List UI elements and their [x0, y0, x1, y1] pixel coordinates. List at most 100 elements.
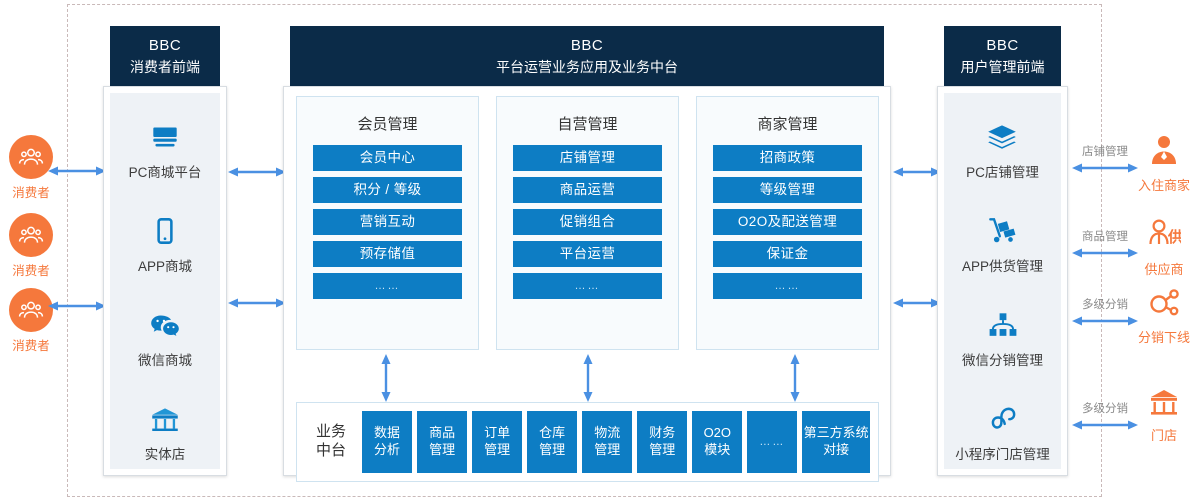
arrow-frontend-to-center-1	[228, 167, 286, 177]
right-item-app-supply-management[interactable]: APP供货管理	[962, 214, 1043, 275]
middle-platform-strip: 业务 中台 数据 分析 商品 管理 订单 管理 仓库 管理	[296, 402, 879, 482]
store-icon	[1147, 386, 1181, 423]
midplatform-cell-third-party-integration[interactable]: 第三方系统 对接	[802, 411, 870, 473]
right-item-label: 小程序门店管理	[955, 446, 1050, 462]
group-card-self-operation: 自营管理 店铺管理 商品运营 促销组合 平台运营 ……	[496, 96, 679, 350]
group-button[interactable]: 预存储值	[313, 241, 462, 267]
actor-consumer-2: 消费者	[0, 213, 62, 279]
midplatform-cell-o2o-module[interactable]: O2O 模块	[692, 411, 743, 473]
group-button[interactable]: 促销组合	[513, 209, 662, 235]
group-button[interactable]: 平台运营	[513, 241, 662, 267]
group-title: 商家管理	[757, 116, 818, 133]
actor-supplier: 供 供应商	[1126, 218, 1200, 278]
arrow-consumer-to-frontend-2	[48, 301, 106, 311]
group-button-list: 招商政策 等级管理 O2O及配送管理 保证金 ……	[697, 145, 878, 299]
midplatform-cell-product-management[interactable]: 商品 管理	[417, 411, 468, 473]
cell-line1: 第三方系统	[803, 425, 869, 441]
left-item-physical-store[interactable]: 实体店	[144, 402, 186, 463]
actor-store: 门店	[1126, 386, 1200, 444]
actor-label: 消费者	[12, 264, 50, 278]
midplatform-cell-finance-management[interactable]: 财务 管理	[637, 411, 688, 473]
relation-label-multilevel-distribution-2: 多级分销	[1082, 403, 1128, 415]
arrow-consumer-to-frontend-1	[48, 166, 106, 176]
org-tree-icon	[986, 308, 1020, 342]
group-button[interactable]: 会员中心	[313, 145, 462, 171]
cell-line1: ……	[759, 435, 786, 448]
left-item-label: 实体店	[144, 446, 186, 462]
midplatform-cell-order-management[interactable]: 订单 管理	[472, 411, 523, 473]
actor-label: 分销下线	[1137, 330, 1190, 345]
group-button[interactable]: 招商政策	[713, 145, 862, 171]
cell-line2: 管理	[649, 442, 676, 457]
midplatform-cell-warehouse-management[interactable]: 仓库 管理	[527, 411, 578, 473]
left-item-pc-mall[interactable]: PC商城平台	[128, 120, 202, 181]
group-button-list: 店铺管理 商品运营 促销组合 平台运营 ……	[497, 145, 678, 299]
cell-line1: 订单	[484, 425, 511, 441]
right-panel-card: PC店铺管理 APP供货管理	[937, 86, 1068, 476]
actor-distribution-downline: 分销下线	[1126, 286, 1200, 346]
left-item-wechat-mall[interactable]: 微信商城	[138, 308, 192, 369]
right-panel-header: BBC 用户管理前端	[944, 26, 1061, 86]
middle-platform-label-line1: 业务	[315, 423, 346, 441]
midplatform-cell-data-analysis[interactable]: 数据 分析	[362, 411, 413, 473]
center-panel-header: BBC 平台运营业务应用及业务中台	[290, 26, 884, 86]
midplatform-cell-logistics-management[interactable]: 物流 管理	[582, 411, 633, 473]
mini-program-icon	[986, 402, 1020, 436]
right-item-miniprogram-store-management[interactable]: 小程序门店管理	[955, 402, 1050, 463]
group-button[interactable]: 商品运营	[513, 177, 662, 203]
arrow-usermgmt-to-supplier	[1072, 248, 1138, 258]
right-item-label: APP供货管理	[961, 258, 1043, 274]
group-button-list: 会员中心 积分 / 等级 营销互动 预存储值 ……	[297, 145, 478, 299]
group-button-more[interactable]: ……	[513, 273, 662, 299]
actor-consumer-3: 消费者	[0, 288, 62, 354]
layers-icon	[985, 120, 1019, 154]
group-button[interactable]: 积分 / 等级	[313, 177, 462, 203]
cell-line2: 对接	[823, 442, 850, 457]
cell-line2: 管理	[429, 442, 456, 457]
consumer-group-icon	[9, 288, 53, 332]
arrow-center-to-usermgmt-2	[893, 298, 941, 308]
group-title: 自营管理	[557, 116, 618, 133]
left-item-label: 微信商城	[138, 352, 192, 368]
group-title: 会员管理	[357, 116, 418, 133]
group-button-more[interactable]: ……	[313, 273, 462, 299]
relation-label-shop-management: 店铺管理	[1082, 146, 1128, 158]
cell-line2: 管理	[484, 442, 511, 457]
arrow-center-to-usermgmt-1	[893, 167, 941, 177]
group-button[interactable]: 营销互动	[313, 209, 462, 235]
group-button[interactable]: 等级管理	[713, 177, 862, 203]
right-item-pc-shop-management[interactable]: PC店铺管理	[966, 120, 1039, 181]
hand-truck-icon	[985, 214, 1019, 248]
group-button[interactable]: 保证金	[713, 241, 862, 267]
center-panel-card: 会员管理 会员中心 积分 / 等级 营销互动 预存储值 …… 自营管理 店铺管理…	[283, 86, 891, 482]
group-button[interactable]: 店铺管理	[513, 145, 662, 171]
actor-merchant: 入住商家	[1126, 134, 1200, 194]
right-item-label: PC店铺管理	[966, 164, 1039, 180]
middle-platform-label: 业务 中台	[305, 423, 357, 461]
arrow-usermgmt-to-store	[1072, 420, 1138, 430]
arrow-group2-to-midplatform	[583, 354, 593, 402]
actor-label: 消费者	[12, 339, 50, 353]
mobile-phone-icon	[148, 214, 182, 248]
actor-label: 门店	[1150, 428, 1177, 443]
midplatform-cell-more[interactable]: ……	[747, 411, 798, 473]
group-button[interactable]: O2O及配送管理	[713, 209, 862, 235]
left-panel-card: PC商城平台 APP商城	[103, 86, 227, 476]
right-panel-header-line2: 用户管理前端	[960, 58, 1045, 75]
left-item-label: PC商城平台	[128, 164, 202, 180]
left-item-app-mall[interactable]: APP商城	[138, 214, 192, 275]
actor-label: 消费者	[12, 186, 50, 200]
actor-label: 入住商家	[1137, 178, 1190, 193]
group-button-more[interactable]: ……	[713, 273, 862, 299]
cell-line1: 仓库	[539, 425, 566, 441]
svg-text:供: 供	[1167, 228, 1181, 246]
consumer-group-icon	[9, 213, 53, 257]
cell-line2: 分析	[374, 442, 401, 457]
cell-line1: 商品	[429, 425, 456, 441]
storefront-icon	[148, 402, 182, 436]
merchant-person-icon	[1148, 134, 1180, 173]
system-boundary-frame	[67, 4, 1102, 497]
center-panel-header-line1: BBC	[570, 36, 604, 54]
right-item-wechat-distribution-management[interactable]: 微信分销管理	[962, 308, 1043, 369]
